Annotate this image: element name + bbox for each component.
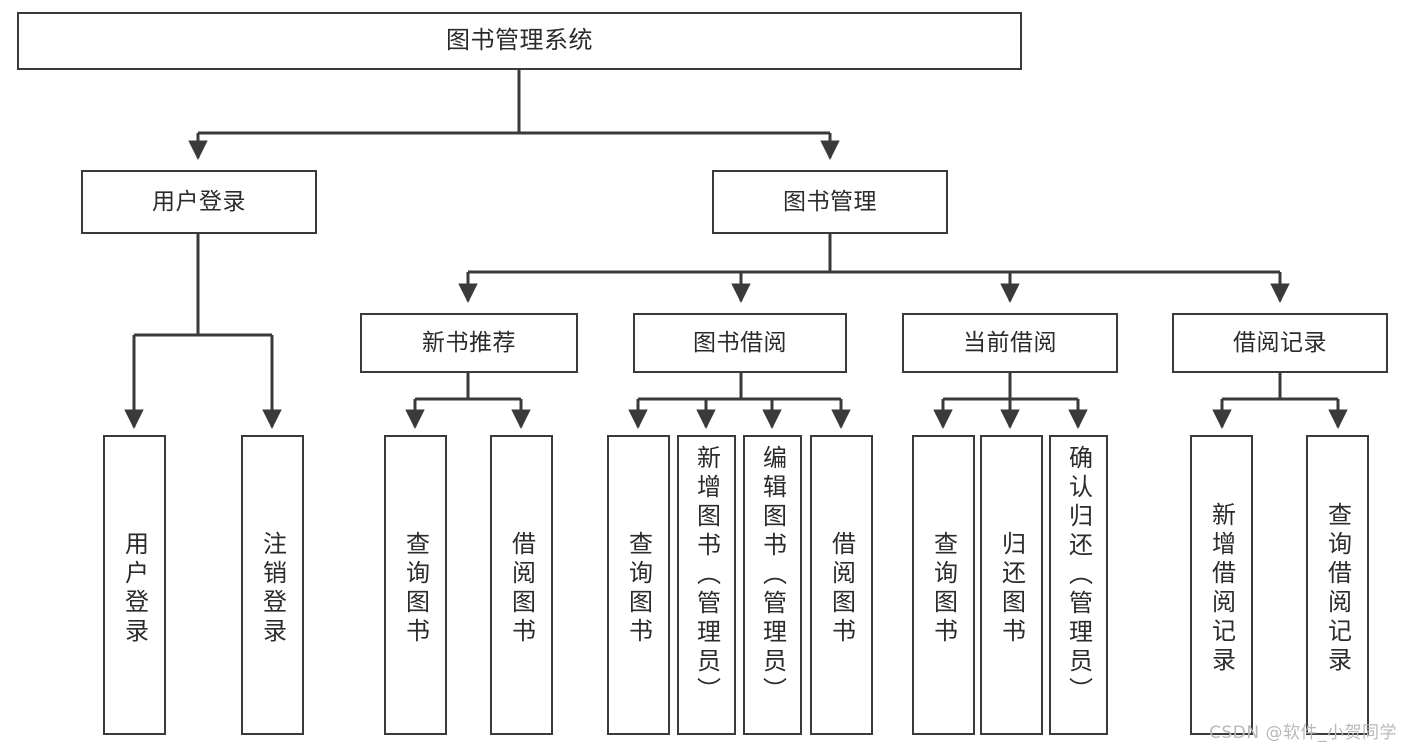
node-leaf-borrow-book-recommend[interactable]: 借阅图书 [490,435,553,735]
node-leaf-return-book-label: 归还图书 [997,531,1026,647]
node-leaf-query-book-recommend[interactable]: 查询图书 [384,435,447,735]
node-borrow-record[interactable]: 借阅记录 [1172,313,1388,373]
node-leaf-logout[interactable]: 注销登录 [241,435,304,735]
node-user-login-label: 用户登录 [152,188,246,215]
node-new-book-recommend-label: 新书推荐 [422,329,516,356]
node-leaf-query-book-current[interactable]: 查询图书 [912,435,975,735]
node-leaf-confirm-return-label: 确认归还（管理员） [1064,445,1093,706]
node-leaf-confirm-return[interactable]: 确认归还（管理员） [1049,435,1108,735]
watermark-text: CSDN @软件_小贺同学 [1209,723,1397,743]
node-leaf-borrow-book-label: 借阅图书 [827,531,856,647]
node-leaf-add-book-label: 新增图书（管理员） [692,445,721,706]
node-book-manage[interactable]: 图书管理 [712,170,948,234]
node-root[interactable]: 图书管理系统 [17,12,1022,70]
node-leaf-query-book-recommend-label: 查询图书 [401,531,430,647]
node-leaf-query-borrow-record[interactable]: 查询借阅记录 [1306,435,1369,735]
node-leaf-borrow-book-recommend-label: 借阅图书 [507,531,536,647]
node-borrow-record-label: 借阅记录 [1233,329,1327,356]
node-leaf-query-book-current-label: 查询图书 [929,531,958,647]
node-current-borrow-label: 当前借阅 [963,329,1057,356]
node-leaf-edit-book-label: 编辑图书（管理员） [758,445,787,706]
node-leaf-user-login[interactable]: 用户登录 [103,435,166,735]
node-leaf-borrow-book[interactable]: 借阅图书 [810,435,873,735]
node-leaf-query-book-borrow[interactable]: 查询图书 [607,435,670,735]
node-book-borrow-label: 图书借阅 [693,329,787,356]
node-leaf-query-borrow-record-label: 查询借阅记录 [1323,502,1352,676]
node-new-book-recommend[interactable]: 新书推荐 [360,313,578,373]
node-user-login[interactable]: 用户登录 [81,170,317,234]
node-leaf-user-login-label: 用户登录 [120,531,149,647]
node-leaf-add-book[interactable]: 新增图书（管理员） [677,435,736,735]
node-leaf-return-book[interactable]: 归还图书 [980,435,1043,735]
node-book-manage-label: 图书管理 [783,188,877,215]
node-leaf-logout-label: 注销登录 [258,531,287,647]
node-current-borrow[interactable]: 当前借阅 [902,313,1118,373]
node-leaf-query-book-borrow-label: 查询图书 [624,531,653,647]
node-root-label: 图书管理系统 [446,26,593,55]
node-leaf-add-borrow-record-label: 新增借阅记录 [1207,502,1236,676]
node-leaf-edit-book[interactable]: 编辑图书（管理员） [743,435,802,735]
node-leaf-add-borrow-record[interactable]: 新增借阅记录 [1190,435,1253,735]
node-book-borrow[interactable]: 图书借阅 [633,313,847,373]
